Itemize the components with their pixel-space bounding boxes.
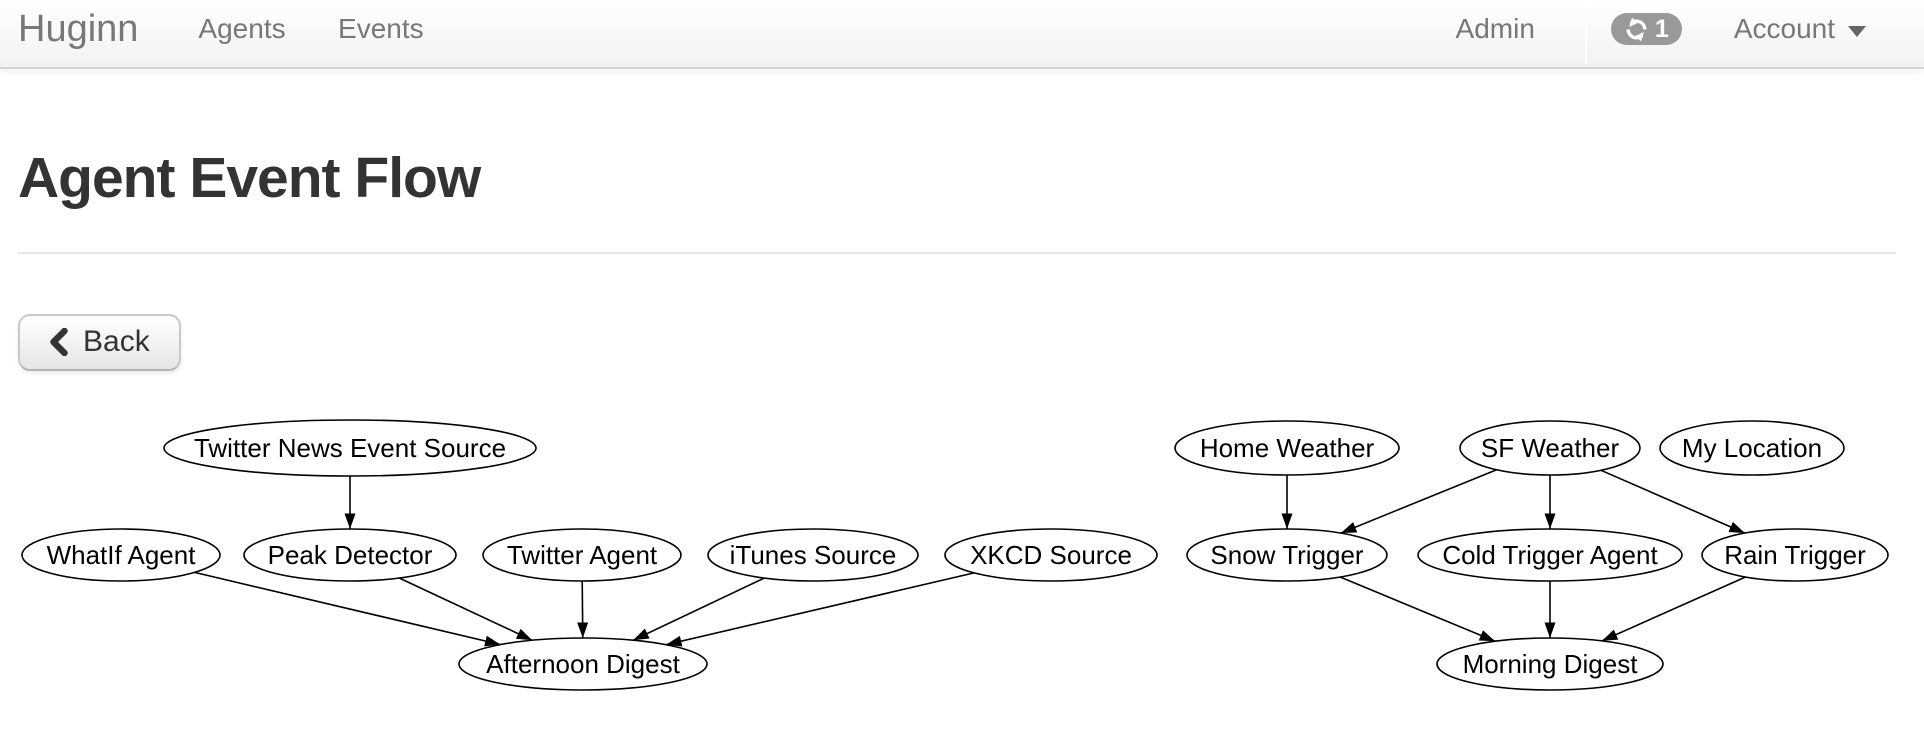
graph-edge — [1340, 468, 1497, 534]
graph-node-itunes-source: iTunes Source — [707, 527, 919, 582]
graph-edge — [632, 576, 765, 641]
graph-node-rain-trigger: Rain Trigger — [1701, 527, 1889, 582]
svg-text:SF Weather: SF Weather — [1481, 433, 1620, 463]
brand-logo[interactable]: Huginn — [18, 7, 139, 50]
nav-item-agents[interactable]: Agents — [198, 13, 286, 44]
graph-edge — [665, 571, 975, 647]
navbar-inner: Huginn Agents Events Admin 1 — [0, 0, 1924, 64]
graph-node-snow-trigger: Snow Trigger — [1186, 527, 1388, 582]
graph-edge — [398, 576, 533, 641]
back-button-label: Back — [83, 325, 150, 359]
job-count-label: 1 — [1654, 14, 1669, 43]
svg-text:Home Weather: Home Weather — [1200, 433, 1375, 463]
primary-nav: Agents Events — [174, 13, 447, 45]
back-button[interactable]: Back — [18, 313, 181, 371]
svg-text:XKCD Source: XKCD Source — [970, 540, 1132, 570]
svg-text:Snow Trigger: Snow Trigger — [1210, 540, 1364, 570]
graph-edge — [1339, 575, 1496, 642]
graph-node-home-weather: Home Weather — [1174, 419, 1400, 476]
page-title: Agent Event Flow — [18, 146, 481, 210]
navbar: Huginn Agents Events Admin 1 — [0, 0, 1924, 69]
title-rule — [18, 251, 1896, 254]
caret-down-icon — [1848, 25, 1866, 37]
graph-edge — [577, 580, 589, 638]
svg-text:Twitter News Event Source: Twitter News Event Source — [194, 433, 506, 463]
job-queue-badge[interactable]: 1 — [1610, 13, 1682, 45]
svg-text:My Location: My Location — [1682, 433, 1822, 463]
svg-text:Morning Digest: Morning Digest — [1463, 649, 1639, 679]
svg-text:Rain Trigger: Rain Trigger — [1724, 540, 1866, 570]
account-menu[interactable]: Account — [1710, 13, 1890, 45]
graph-node-twitter-agent: Twitter Agent — [482, 527, 682, 582]
nav-item-admin[interactable]: Admin — [1455, 13, 1535, 44]
svg-text:Peak Detector: Peak Detector — [268, 540, 433, 570]
chevron-left-icon — [50, 328, 68, 357]
svg-text:Cold Trigger Agent: Cold Trigger Agent — [1442, 540, 1658, 570]
graph-node-peak-detector: Peak Detector — [243, 527, 457, 582]
svg-text:WhatIf Agent: WhatIf Agent — [47, 540, 197, 570]
graph-node-whatif-agent: WhatIf Agent — [21, 527, 221, 582]
graph-edge — [1601, 575, 1746, 642]
graph-edge — [1600, 469, 1746, 534]
svg-text:Afternoon Digest: Afternoon Digest — [486, 649, 680, 679]
navbar-right: Admin 1 Account — [1432, 0, 1924, 64]
graph-node-my-location: My Location — [1659, 419, 1845, 476]
refresh-icon — [1626, 17, 1647, 41]
graph-node-cold-trigger-agent: Cold Trigger Agent — [1417, 527, 1683, 582]
svg-text:iTunes Source: iTunes Source — [730, 540, 897, 570]
graph-node-sf-weather: SF Weather — [1459, 419, 1641, 476]
graph-node-morning-digest: Morning Digest — [1436, 636, 1664, 691]
graph-node-afternoon-digest: Afternoon Digest — [458, 636, 708, 691]
graph-edge — [194, 571, 501, 647]
graph-node-xkcd-source: XKCD Source — [944, 527, 1158, 582]
graph-node-twitter-news-event-source: Twitter News Event Source — [163, 418, 537, 477]
nav-item-events[interactable]: Events — [338, 13, 424, 44]
account-label: Account — [1733, 13, 1835, 44]
page-content: Agent Event Flow Back — [0, 147, 1924, 371]
svg-text:Twitter Agent: Twitter Agent — [507, 540, 658, 570]
navbar-divider — [1584, 0, 1587, 64]
